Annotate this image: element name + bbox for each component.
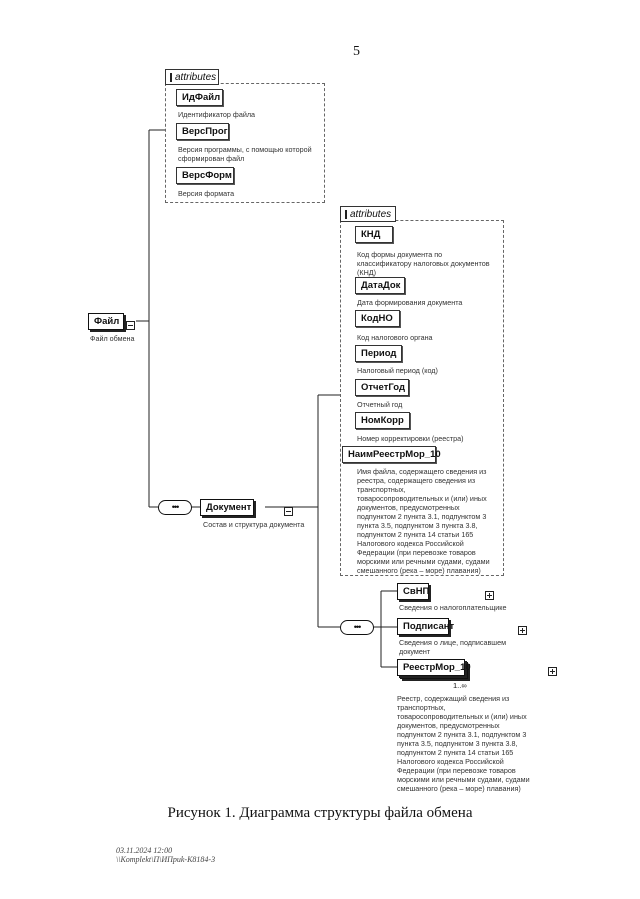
element-svnp-label: СвНП [403, 586, 430, 597]
attr-versform[interactable]: ВерсФорм [176, 167, 234, 184]
sequence-icon: ••• [171, 502, 180, 512]
element-document[interactable]: Документ [200, 499, 254, 516]
attr-knd[interactable]: КНД [355, 226, 393, 243]
root-element-file[interactable]: Файл [88, 313, 124, 330]
attr-period[interactable]: Период [355, 345, 402, 362]
element-podpisant-label: Подписант [403, 621, 455, 632]
stamp-date: 03.11.2024 12:00 [116, 846, 173, 855]
root-element-desc: Файл обмена [90, 334, 135, 343]
element-reestrmor10-desc: Реестр, содержащий сведения из транспорт… [397, 694, 530, 793]
attr-nomkorr-desc: Номер корректировки (реестра) [357, 434, 464, 443]
attr-versprog[interactable]: ВерсПрог [176, 123, 229, 140]
document-collapse-icon[interactable] [283, 507, 293, 516]
file-attributes-tab[interactable]: attributes [165, 69, 219, 85]
sequence-icon: ••• [353, 622, 362, 632]
element-podpisant-desc: Сведения о лице, подписавшем документ [399, 638, 507, 656]
attr-nomkorr[interactable]: НомКорр [355, 412, 410, 429]
attr-kodno[interactable]: КодНО [355, 310, 400, 327]
root-element-label: Файл [94, 316, 120, 327]
element-svnp[interactable]: СвНП [397, 583, 429, 600]
element-reestrmor10[interactable]: РеестрМор_10 [397, 659, 471, 676]
svnp-expand-icon[interactable] [484, 591, 494, 600]
attr-otchetgod-desc: Отчетный год [357, 400, 403, 409]
file-attributes-frame [165, 83, 325, 203]
element-svnp-desc: Сведения о налогоплательщике [399, 603, 507, 612]
reestrmor10-expand-icon[interactable] [547, 667, 557, 676]
stamp-ref: \\Komplekt\П\ИПриk-К8184-3 [116, 855, 216, 864]
attr-otchetgod[interactable]: ОтчетГод [355, 379, 409, 396]
attributes-label: attributes [175, 71, 217, 83]
footer-stamp: 03.11.2024 12:00 \\Komplekt\П\ИПриk-К818… [116, 846, 215, 864]
attr-period-desc: Налоговый период (код) [357, 366, 438, 375]
element-podpisant[interactable]: Подписант [397, 618, 454, 635]
attr-idfile-desc: Идентификатор файла [178, 110, 256, 119]
collapse-icon[interactable] [170, 72, 172, 82]
sequence-compositor-1[interactable]: ••• [158, 500, 192, 515]
root-collapse-icon[interactable] [126, 321, 135, 330]
collapse-icon[interactable] [345, 209, 347, 219]
element-document-desc: Состав и структура документа [203, 520, 305, 529]
sequence-compositor-2[interactable]: ••• [340, 620, 374, 635]
attributes-label: attributes [350, 208, 392, 220]
attr-kodno-desc: Код налогового органа [357, 333, 433, 342]
attr-idfile[interactable]: ИдФайл [176, 89, 223, 106]
podpisant-expand-icon[interactable] [518, 626, 528, 635]
attr-knd-desc: Код формы документа по классификатору на… [357, 250, 490, 277]
attr-versform-desc: Версия формата [178, 189, 235, 198]
attr-datadok[interactable]: ДатаДок [355, 277, 405, 294]
doc-attributes-tab[interactable]: attributes [340, 206, 396, 222]
attr-naimreestrmor10-desc: Имя файла, содержащего сведения из реест… [357, 467, 490, 575]
multiplicity-label: 1..∞ [453, 681, 467, 690]
page-number: 5 [353, 44, 360, 59]
doc-attributes-frame [340, 220, 504, 576]
element-reestrmor10-label: РеестрМор_10 [403, 662, 471, 673]
element-document-label: Документ [206, 502, 252, 513]
attr-naimreestrmor10[interactable]: НаимРеестрМор_10 [342, 446, 441, 463]
attr-datadok-desc: Дата формирования документа [357, 298, 463, 307]
figure-caption: Рисунок 1. Диаграмма структуры файла обм… [167, 805, 473, 821]
attr-versprog-desc: Версия программы, с помощью которой сфор… [178, 145, 312, 163]
